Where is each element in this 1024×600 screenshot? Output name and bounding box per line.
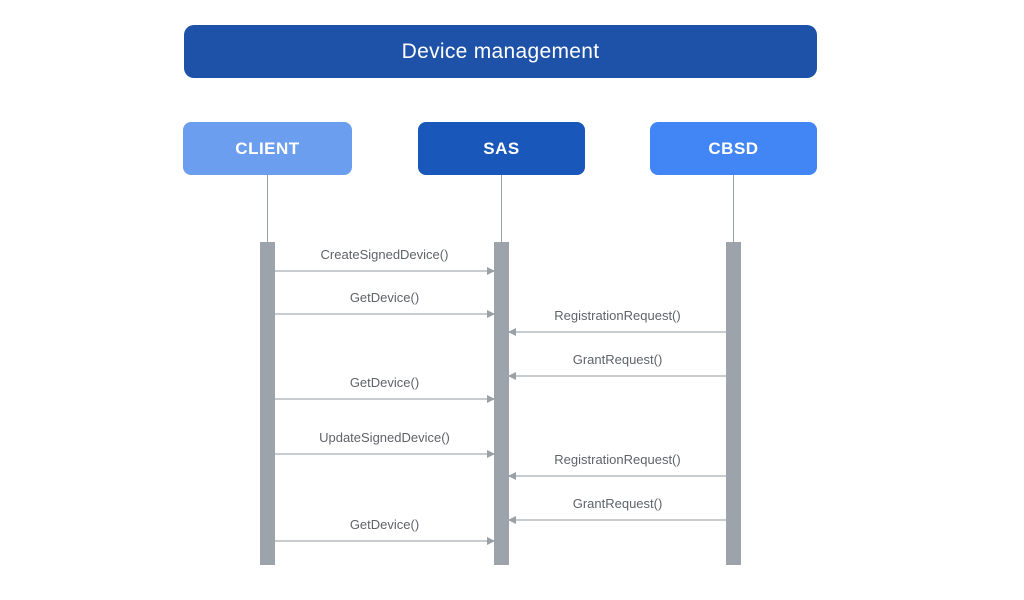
arrowhead-right-icon — [487, 310, 495, 318]
message-get-device-3: GetDevice() — [275, 517, 495, 545]
arrowhead-right-icon — [487, 537, 495, 545]
arrowhead-left-icon — [508, 516, 516, 524]
actor-sas: SAS — [418, 122, 585, 175]
actor-client-label: CLIENT — [235, 138, 300, 158]
arrowhead-left-icon — [508, 472, 516, 480]
message-label: RegistrationRequest() — [554, 452, 681, 467]
lifeline-client — [267, 175, 268, 242]
message-grant-request-1: GrantRequest() — [508, 352, 726, 380]
activation-bar-cbsd — [726, 242, 741, 565]
message-line — [509, 475, 726, 477]
message-get-device-2: GetDevice() — [275, 375, 495, 403]
message-line — [509, 519, 726, 521]
arrowhead-left-icon — [508, 328, 516, 336]
lifeline-cbsd — [733, 175, 734, 242]
message-grant-request-2: GrantRequest() — [508, 496, 726, 524]
diagram-title: Device management — [401, 39, 600, 63]
arrowhead-left-icon — [508, 372, 516, 380]
actor-client: CLIENT — [183, 122, 352, 175]
message-label: GrantRequest() — [572, 496, 663, 511]
message-line — [275, 540, 494, 542]
message-label: GetDevice() — [349, 517, 420, 532]
message-label: UpdateSignedDevice() — [319, 430, 450, 445]
message-registration-request-1: RegistrationRequest() — [508, 308, 726, 336]
message-line — [275, 398, 494, 400]
message-label: RegistrationRequest() — [554, 308, 681, 323]
message-create-signed-device: CreateSignedDevice() — [275, 247, 495, 275]
actor-cbsd: CBSD — [650, 122, 817, 175]
arrowhead-right-icon — [487, 395, 495, 403]
message-registration-request-2: RegistrationRequest() — [508, 452, 726, 480]
lifeline-sas — [501, 175, 502, 242]
message-line — [275, 313, 494, 315]
message-line — [509, 331, 726, 333]
message-line — [275, 453, 494, 455]
arrowhead-right-icon — [487, 267, 495, 275]
message-label: GrantRequest() — [572, 352, 663, 367]
actor-sas-label: SAS — [483, 138, 520, 158]
arrowhead-right-icon — [487, 450, 495, 458]
message-line — [275, 270, 494, 272]
message-label: CreateSignedDevice() — [320, 247, 449, 262]
message-update-signed-device: UpdateSignedDevice() — [275, 430, 495, 458]
diagram-title-bar: Device management — [184, 25, 817, 78]
activation-bar-client — [260, 242, 275, 565]
activation-bar-sas — [494, 242, 509, 565]
message-label: GetDevice() — [349, 290, 420, 305]
message-get-device-1: GetDevice() — [275, 290, 495, 318]
message-line — [509, 375, 726, 377]
actor-cbsd-label: CBSD — [708, 138, 759, 158]
message-label: GetDevice() — [349, 375, 420, 390]
